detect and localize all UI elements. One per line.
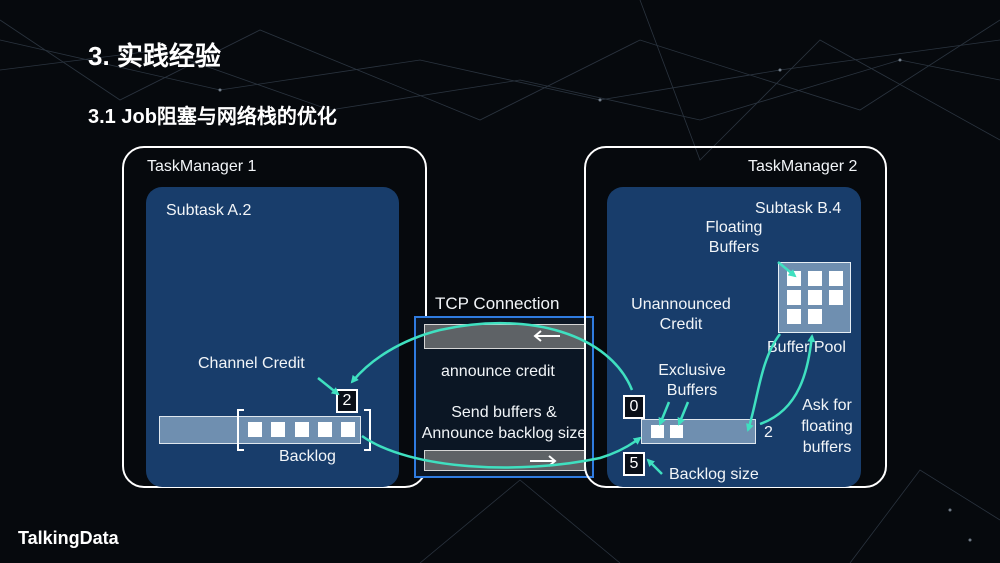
taskmanager-2-box: [584, 146, 887, 488]
subtask-a2-label: Subtask A.2: [166, 202, 252, 219]
pool-buffer: [808, 290, 822, 305]
announce-credit-arrow: [350, 321, 634, 391]
pool-buffer: [808, 309, 822, 324]
exclusive-pointer: [658, 401, 671, 426]
announce-credit-label: announce credit: [441, 363, 555, 380]
pool-buffer: [787, 290, 801, 305]
send-buffers-line1: Send buffers &: [451, 404, 557, 421]
backlog-buffer: [248, 422, 262, 437]
ask-line1: Ask for: [802, 397, 852, 414]
exclusive-buffer: [651, 425, 664, 438]
channel-credit-value: 2: [336, 389, 358, 413]
send-buffers-line2: Announce backlog size: [421, 425, 587, 442]
send-buffers-label: Send buffers & Announce backlog size: [414, 404, 594, 443]
buffer-pool-label: Buffer Pool: [767, 339, 846, 356]
floating-buffers-line2: Buffers: [708, 239, 760, 256]
pool-buffer: [787, 309, 801, 324]
backlog-buffer: [271, 422, 285, 437]
backlog-size-value: 5: [623, 452, 645, 476]
ask-floating-arrow: [759, 334, 816, 426]
floating-buffers-label: Floating Buffers: [700, 219, 768, 257]
queue-count-value: 2: [764, 424, 773, 441]
taskmanager-2-label: TaskManager 2: [748, 158, 858, 175]
ask-line2: floating: [801, 418, 853, 435]
floating-buffers-pointer: [777, 261, 797, 278]
slide-subtitle: 3.1 Job阻塞与网络栈的优化: [88, 106, 337, 128]
ask-line3: buffers: [802, 439, 852, 456]
unannounced-line2: Credit: [659, 316, 703, 333]
unannounced-line1: Unannounced: [631, 296, 731, 313]
channel-credit-label: Channel Credit: [198, 355, 305, 372]
backlog-size-pointer: [646, 458, 663, 475]
pool-to-queue-arrow: [746, 333, 781, 432]
backlog-label: Backlog: [279, 448, 336, 465]
exclusive-line2: Buffers: [666, 382, 718, 399]
pool-buffer: [829, 271, 843, 286]
backlog-buffer: [318, 422, 332, 437]
taskmanager-1-label: TaskManager 1: [147, 158, 257, 175]
subtask-b4-label: Subtask B.4: [755, 200, 842, 217]
backlog-buffer: [341, 422, 355, 437]
ask-floating-buffers-label: Ask for floating buffers: [790, 397, 864, 457]
tcp-connection-label: TCP Connection: [435, 294, 560, 313]
pool-buffer: [829, 290, 843, 305]
backlog-size-label: Backlog size: [669, 466, 759, 483]
slide-title: 3. 实践经验: [88, 41, 221, 71]
pool-buffer: [808, 271, 822, 286]
channel-credit-pointer: [317, 377, 340, 396]
backlog-bracket: [237, 409, 371, 451]
exclusive-buffer: [670, 425, 683, 438]
exclusive-pointer: [677, 401, 690, 426]
unannounced-credit-label: Unannounced Credit: [622, 296, 740, 334]
floating-buffers-line1: Floating: [705, 219, 763, 236]
unannounced-credit-value: 0: [623, 395, 645, 419]
left-arrow-icon: [533, 330, 560, 342]
exclusive-line1: Exclusive: [658, 362, 726, 379]
backlog-buffer: [295, 422, 309, 437]
exclusive-buffers-label: Exclusive Buffers: [652, 362, 732, 400]
send-buffers-arrow: [361, 434, 642, 469]
talkingdata-logo: TalkingData: [18, 528, 119, 548]
